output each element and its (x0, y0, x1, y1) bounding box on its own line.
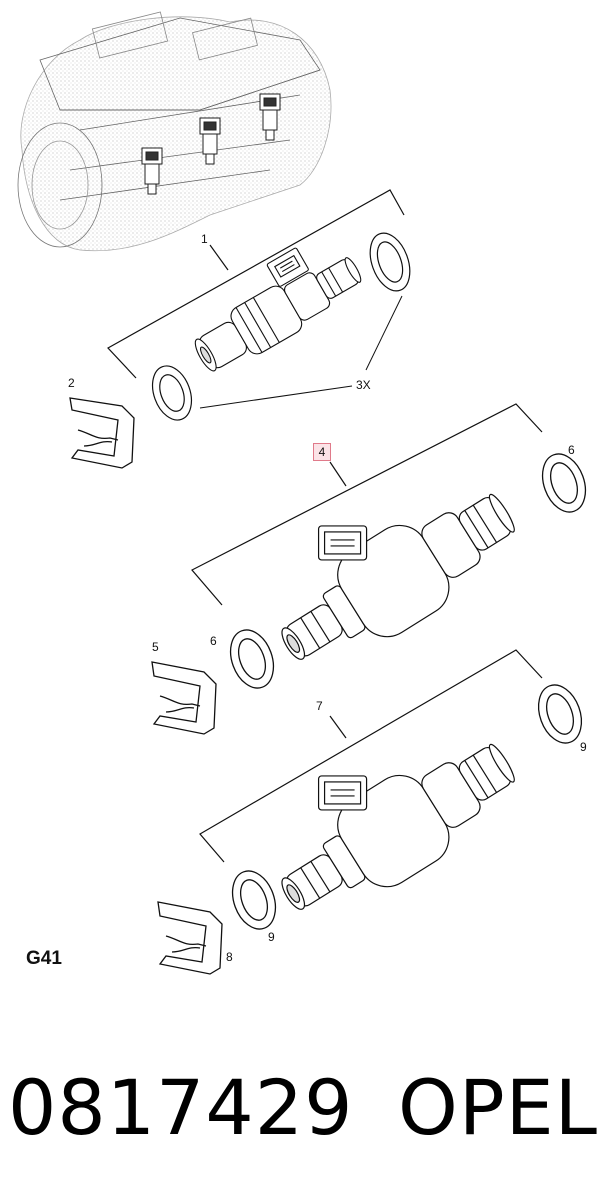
injector-1 (194, 247, 362, 372)
brand-name: OPEL (398, 1063, 599, 1152)
bracket-1 (107, 189, 405, 379)
callout-6-upper: 6 (568, 443, 575, 457)
callout-8: 8 (226, 950, 233, 964)
callout-1: 1 (201, 232, 208, 246)
clip-8 (157, 901, 223, 975)
o-ring-3x-lower (151, 365, 193, 421)
engine-illustration (17, 11, 332, 252)
o-ring-3x-upper (369, 232, 411, 292)
leader-3x (199, 295, 403, 409)
callout-6-lower: 6 (210, 634, 217, 648)
o-ring-6-lower (229, 629, 275, 689)
part-number: 0817429 (8, 1063, 354, 1152)
callout-9-upper: 9 (580, 740, 587, 754)
o-ring-9-upper (537, 684, 583, 744)
bracket-4 (191, 403, 543, 606)
callout-7: 7 (316, 699, 323, 713)
bracket-7 (199, 649, 543, 863)
callout-3x: 3X (356, 378, 371, 392)
callout-4-highlighted[interactable]: 4 (313, 443, 331, 461)
injector-4 (281, 493, 515, 660)
injector-7 (281, 743, 515, 910)
clip-5 (151, 661, 217, 735)
engine-injector-small (141, 93, 281, 195)
o-ring-6-upper (541, 453, 587, 513)
callout-2: 2 (68, 376, 75, 390)
clip-2 (69, 397, 135, 469)
o-ring-9-lower (231, 870, 277, 930)
callout-5: 5 (152, 640, 159, 654)
callout-9-lower: 9 (268, 930, 275, 944)
section-code: G41 (26, 948, 62, 969)
